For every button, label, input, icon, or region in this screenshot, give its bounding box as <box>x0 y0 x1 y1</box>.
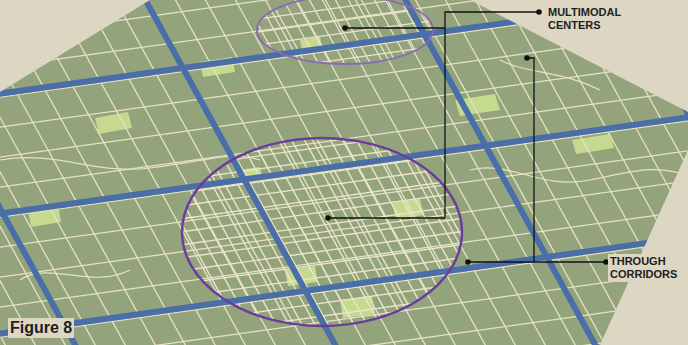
corridor <box>620 0 688 345</box>
callout-label: THROUGH CORRIDORS <box>608 254 684 282</box>
street <box>343 0 541 345</box>
street <box>378 0 576 345</box>
street <box>352 0 550 345</box>
street <box>0 143 688 247</box>
street <box>0 260 688 345</box>
leader-dots <box>325 9 609 265</box>
street <box>680 0 688 345</box>
street <box>0 91 688 195</box>
street <box>317 0 515 345</box>
street <box>0 39 688 143</box>
street <box>421 0 619 345</box>
street <box>80 0 278 345</box>
street <box>0 0 68 345</box>
street <box>40 0 238 345</box>
street <box>326 0 524 345</box>
street <box>620 0 688 345</box>
street <box>0 286 688 345</box>
street <box>53 0 251 345</box>
street <box>395 0 593 345</box>
street <box>350 0 548 345</box>
street <box>339 0 537 345</box>
street <box>0 0 128 345</box>
street <box>356 0 554 345</box>
street <box>0 0 38 345</box>
street <box>447 0 645 345</box>
street <box>650 0 688 345</box>
street <box>410 0 608 345</box>
street <box>0 0 188 345</box>
street <box>79 0 277 345</box>
corridor <box>0 0 688 95</box>
street <box>456 0 654 345</box>
figure-caption: Figure 8 <box>8 318 74 338</box>
street <box>0 0 158 345</box>
multimodal-center <box>257 0 433 64</box>
street <box>590 0 688 345</box>
street <box>0 176 688 280</box>
corridor <box>0 116 688 215</box>
street <box>391 0 589 345</box>
callout-label: MULTIMODAL CENTERS <box>546 5 640 33</box>
street <box>430 0 628 345</box>
street <box>460 0 658 345</box>
street <box>560 0 688 345</box>
street <box>0 19 688 123</box>
street <box>0 104 688 208</box>
street <box>0 0 688 84</box>
street <box>408 0 606 345</box>
street <box>0 116 688 220</box>
street <box>530 0 688 345</box>
street <box>443 0 641 345</box>
street <box>0 0 688 71</box>
street <box>0 221 688 325</box>
street <box>0 169 688 273</box>
street <box>417 0 615 345</box>
leader-lines <box>328 12 606 262</box>
corridor <box>0 0 78 345</box>
street <box>92 0 290 345</box>
multimodal-center <box>182 138 462 326</box>
street <box>380 0 578 345</box>
street <box>369 0 567 345</box>
street <box>0 156 688 260</box>
street <box>440 0 638 345</box>
street <box>434 0 632 345</box>
street <box>0 0 688 58</box>
corridor <box>140 0 338 345</box>
street <box>66 0 264 345</box>
